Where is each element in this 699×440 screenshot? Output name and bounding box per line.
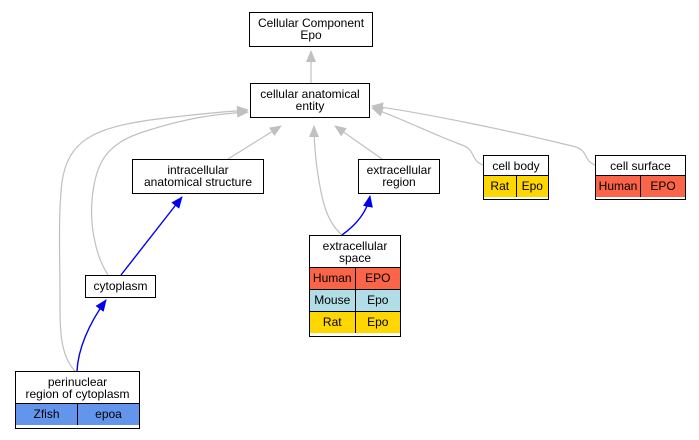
gene-row: Rat Epo [310,311,400,333]
edge-es-to-er [341,195,373,236]
node-extracellular-space[interactable]: extracellular space Human EPO Mouse Epo … [309,235,401,337]
species-cell: Human [596,176,640,197]
gene-cell: EPO [640,176,685,197]
node-intracellular-anatomical-structure[interactable]: intracellular anatomical structure [132,159,264,194]
node-title: cell body [492,159,540,173]
edge-prc-to-cae [58,105,249,372]
node-title: cell surface [610,159,671,173]
gene-cell: epoa [77,404,139,425]
node-title: extracellular space [322,239,388,265]
gene-row: Zfish epoa [16,403,139,425]
node-title: cytoplasm [93,279,148,293]
gene-cell: Epo [354,290,400,311]
species-cell: Zfish [16,404,77,425]
edge-ias-to-cae [227,125,282,160]
node-cytoplasm[interactable]: cytoplasm [85,275,156,298]
node-cell-surface[interactable]: cell surface Human EPO [595,155,686,200]
node-extracellular-region[interactable]: extracellular region [358,159,440,194]
node-title: extracellular region [366,163,432,189]
gene-cell: Epo [354,312,400,333]
gene-row: Mouse Epo [310,289,400,311]
edge-cyto-to-ias [120,196,183,276]
species-cell: Rat [310,312,355,333]
edge-cyto-to-cae [90,107,249,276]
edge-es-to-cae [309,125,343,236]
node-title: Cellular Component Epo [257,16,365,42]
node-cellular-anatomical-entity[interactable]: cellular anatomical entity [250,83,370,118]
node-perinuclear-region-of-cytoplasm[interactable]: perinuclear region of cytoplasm Zfish ep… [15,371,140,429]
node-title: cellular anatomical entity [260,87,360,113]
edge-prc-to-cyto [76,299,107,372]
node-title: intracellular anatomical structure [143,163,253,189]
species-cell: Human [310,268,355,289]
node-cell-body[interactable]: cell body Rat Epo [483,155,549,200]
edge-cs-to-cae [371,102,596,166]
gene-row: Human EPO [596,175,685,197]
gene-row: Rat Epo [484,175,548,197]
species-cell: Mouse [310,290,355,311]
gene-cell: Epo [515,176,548,197]
gene-row: Human EPO [310,267,400,289]
node-title: perinuclear region of cytoplasm [25,375,130,401]
edge-er-to-cae [334,125,383,160]
edge-cb-to-cae [371,107,484,166]
gene-cell: EPO [354,268,400,289]
node-cellular-component[interactable]: Cellular Component Epo [249,12,373,47]
species-cell: Rat [484,176,516,197]
